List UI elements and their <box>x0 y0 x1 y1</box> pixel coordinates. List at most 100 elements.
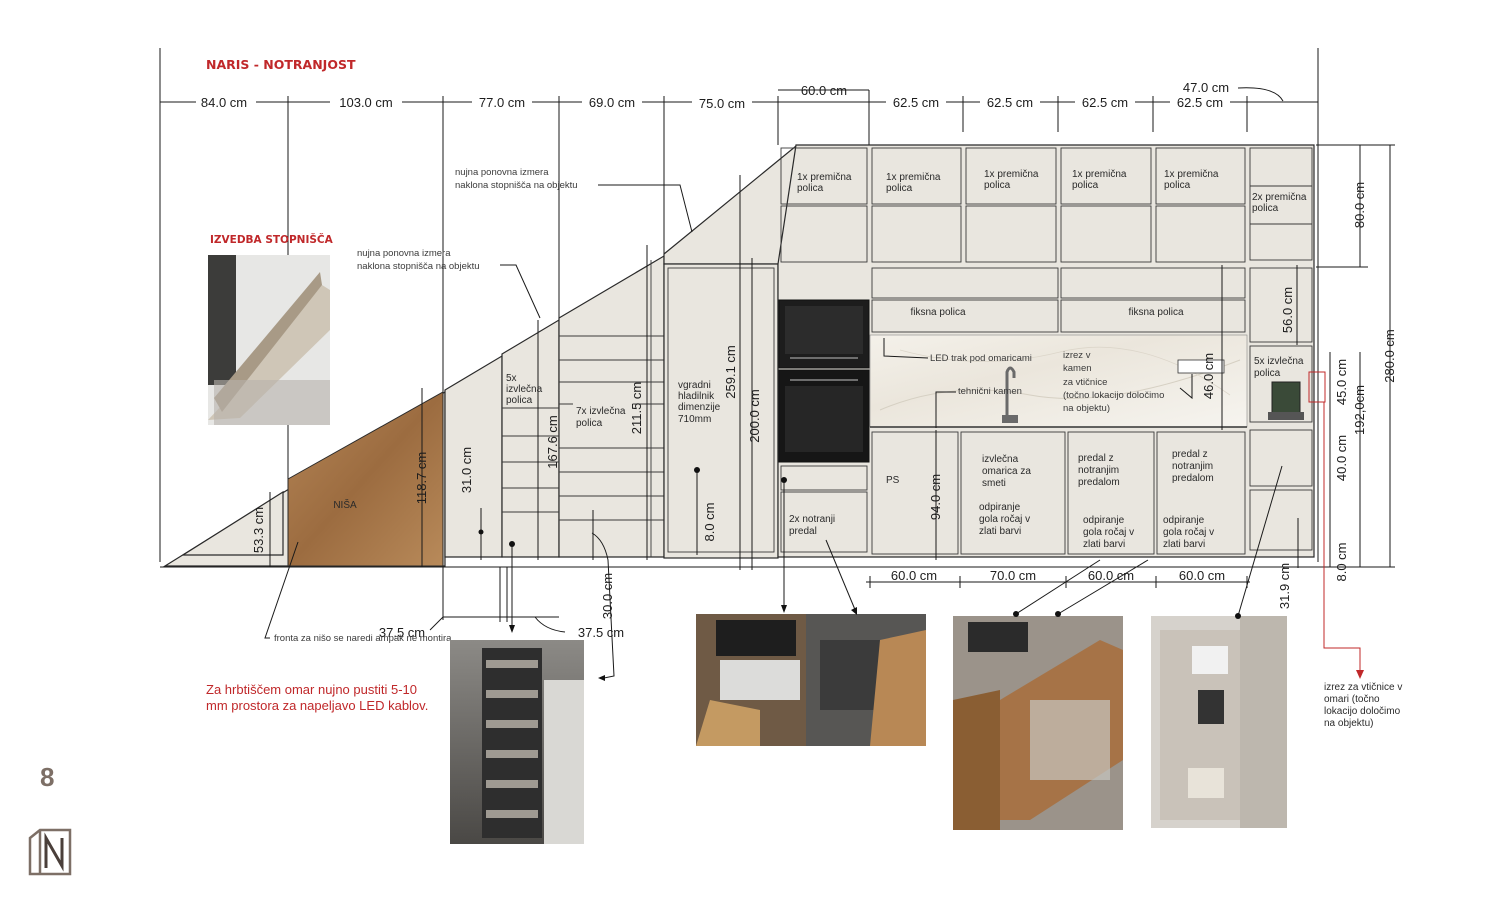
top-shelf-label-2b: polica <box>886 183 913 194</box>
drawer-label-1b: notranjim <box>1078 465 1119 476</box>
company-logo-icon <box>28 828 72 876</box>
right-shelf-label-1: 5x izvlečna <box>1254 356 1304 367</box>
fixed-shelf-cabinets <box>871 267 1246 333</box>
appliance-cabinet-photo <box>1151 616 1287 828</box>
dim-40: 40.0 cm <box>1334 435 1349 481</box>
stone-cutout-label-3: za vtičnice <box>1063 377 1107 388</box>
dim-53: 53.3 cm <box>251 507 266 553</box>
open-label-3c: zlati barvi <box>1163 539 1205 550</box>
stair-top-panel <box>663 144 797 265</box>
top-shelf-label-5b: polica <box>1164 180 1191 191</box>
dim-top-10: 47.0 cm <box>1183 80 1229 95</box>
top-shelf-label-1b: polica <box>797 183 824 194</box>
top-shelf-label-5a: 1x premična <box>1164 169 1219 180</box>
dim-left-bottom-0: 37.5 cm <box>379 625 425 640</box>
page-number: 8 <box>40 762 55 792</box>
dim-94: 94.0 cm <box>928 474 943 520</box>
dim-118: 118.7 cm <box>414 452 429 505</box>
nisa-wood-front <box>287 391 444 567</box>
remeasure-note-2a: nujna ponovna izmera <box>357 248 451 259</box>
drawer-label-1c: predalom <box>1078 477 1120 488</box>
socket-cutout <box>1177 359 1225 374</box>
inner-drawer-label-2: predal <box>789 526 817 537</box>
vertical-dimension-labels: 53.3 cm 118.7 cm 31.0 cm 167.6 cm 211.5 … <box>251 182 1397 619</box>
stone-cutout-label-1: izrez v <box>1063 350 1091 361</box>
drawer-label-2c: predalom <box>1172 473 1214 484</box>
top-shelf-label-6b: polica <box>1252 203 1279 214</box>
oven-drawer-photo <box>696 614 806 746</box>
dim-top-6: 62.5 cm <box>893 95 939 110</box>
remeasure-note-2b: naklona stopnišča na objektu <box>357 261 480 272</box>
open-label-2c: zlati barvi <box>1083 539 1125 550</box>
socket-red-callout <box>1323 402 1361 672</box>
drawing-title: NARIS - NOTRANJOST <box>206 57 356 72</box>
open-label-1b: gola ročaj v <box>979 514 1030 525</box>
top-shelf-label-4a: 1x premična <box>1072 169 1127 180</box>
dim-bottom-0: 60.0 cm <box>891 568 937 583</box>
dim-top-9: 62.5 cm <box>1177 95 1223 110</box>
ps-label: PS <box>886 475 900 486</box>
niche-front-note: fronta za nišo se naredi ampak ne montir… <box>274 633 452 644</box>
trash-label-1: izvlečna <box>982 454 1019 465</box>
shelf5-label-3: polica <box>506 395 533 406</box>
tech-stone-label: tehnični kamen <box>958 386 1022 397</box>
top-shelf-label-3b: polica <box>984 180 1011 191</box>
top-shelf-label-2a: 1x premična <box>886 172 941 183</box>
base-cabinets <box>871 431 1246 555</box>
top-shelf-label-3a: 1x premična <box>984 169 1039 180</box>
open-label-1a: odpiranje <box>979 502 1021 513</box>
vertical-dimension-lines <box>269 144 1395 570</box>
dim-8a: 8.0 cm <box>702 502 717 541</box>
dim-46: 46.0 cm <box>1201 353 1216 399</box>
dim-bottom-3: 60.0 cm <box>1179 568 1225 583</box>
fixed-shelf-label-2: fiksna polica <box>1128 307 1183 318</box>
stair-photo <box>208 255 330 425</box>
drawer-label-2a: predal z <box>1172 449 1208 460</box>
dim-192: 192,0cm <box>1352 385 1367 435</box>
top-shelf-label-1a: 1x premična <box>797 172 852 183</box>
stone-backsplash <box>869 334 1248 428</box>
open-label-3a: odpiranje <box>1163 515 1205 526</box>
dim-259: 259.1 cm <box>723 345 738 398</box>
upper-cabinets <box>780 147 1313 263</box>
stone-cutout-label-2: kamen <box>1063 363 1092 374</box>
remeasure-note-1a: nujna ponovna izmera <box>455 167 549 178</box>
stair-title: IZVEDBA STOPNIŠČA <box>210 233 334 246</box>
stone-cutout-label-4: (točno lokacijo določimo <box>1063 390 1164 401</box>
fridge-label-2: hladilnik <box>678 391 715 402</box>
trash-label-2: omarica za <box>982 466 1031 477</box>
top-shelf-label-6a: 2x premična <box>1252 192 1307 203</box>
open-label-3b: gola ročaj v <box>1163 527 1214 538</box>
drawer-label-1a: predal z <box>1078 453 1114 464</box>
dim-31b: 31.9 cm <box>1277 563 1292 609</box>
dim-211: 211.5 cm <box>629 382 644 435</box>
dim-top-8: 62.5 cm <box>1082 95 1128 110</box>
dim-167: 167.6 cm <box>545 415 560 468</box>
dim-top-7: 62.5 cm <box>987 95 1033 110</box>
oven-column <box>778 299 870 553</box>
shelf7-label-1: 7x izvlečna <box>576 406 626 417</box>
nisa-label: NIŠA <box>333 498 357 511</box>
dim-top-0: 84.0 cm <box>201 95 247 110</box>
open-label-2a: odpiranje <box>1083 515 1125 526</box>
socket-cutout-red <box>1308 371 1326 403</box>
fridge-label-1: vgradni <box>678 380 711 391</box>
fridge-label-4: 710mm <box>678 414 711 425</box>
dim-8b: 8.0 cm <box>1334 542 1349 581</box>
dim-bottom-1: 70.0 cm <box>990 568 1036 583</box>
fridge-unit <box>663 263 779 559</box>
pullout-pantry-photo <box>450 640 584 844</box>
dim-top-1: 103.0 cm <box>339 95 392 110</box>
led-strip-label: LED trak pod omaricami <box>930 353 1032 364</box>
trash-drawer-photo <box>806 614 926 746</box>
shelf7-label-2: polica <box>576 418 603 429</box>
drawer-organizer-photo <box>953 616 1123 830</box>
dim-200: 200.0 cm <box>747 389 762 442</box>
right-shelf-label-2: polica <box>1254 368 1281 379</box>
dim-top-4: 75.0 cm <box>699 96 745 111</box>
dim-top-2: 77.0 cm <box>479 95 525 110</box>
shelf5-label-2: izvlečna <box>506 384 543 395</box>
dim-bottom-2: 60.0 cm <box>1088 568 1134 583</box>
dim-80: 80.0 cm <box>1352 182 1367 228</box>
